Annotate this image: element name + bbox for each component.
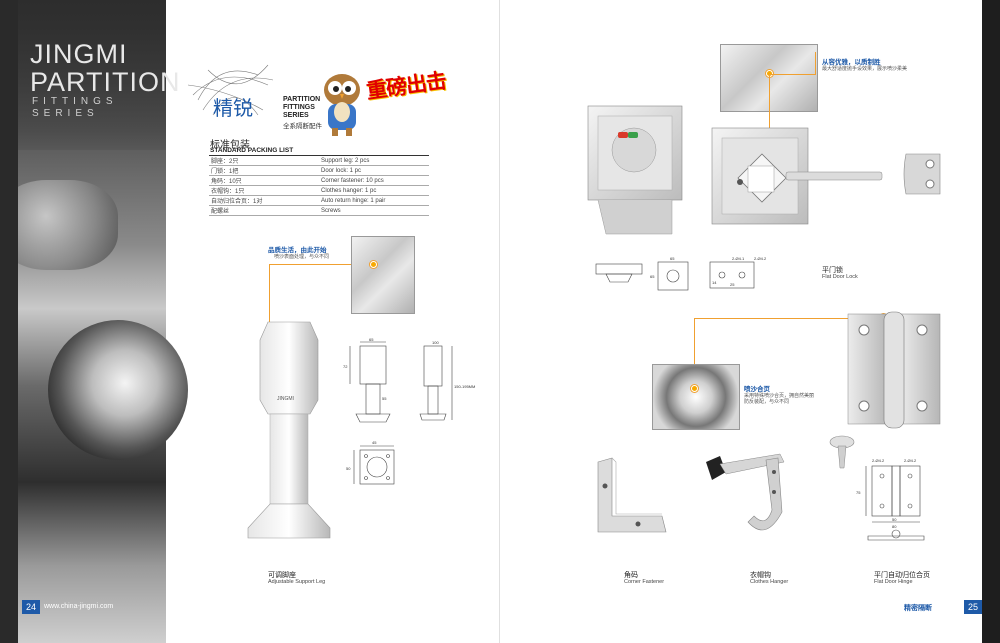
right-page: 从容优雅，以质制胜 最大舒适度抛手设效果，展示喷沙柔美	[500, 0, 982, 643]
door-lock-drawings: 65 65 2-Ø4.1 2-Ø4.2 25 14	[595, 256, 767, 291]
caption-en: Adjustable Support Leg	[268, 579, 326, 585]
callout-line	[269, 264, 373, 265]
door-lock-indicator-image	[587, 105, 683, 235]
svg-text:25: 25	[730, 282, 735, 287]
svg-text:45: 45	[372, 440, 377, 445]
page-edge	[982, 0, 1000, 643]
caption-cn: 可调脚座	[268, 572, 296, 579]
hanger-caption-cn: 衣帽钩	[750, 572, 771, 579]
svg-text:2-Ø4.2: 2-Ø4.2	[754, 256, 767, 261]
callout-line	[769, 74, 770, 174]
svg-text:50: 50	[892, 517, 897, 522]
hinge-image	[847, 311, 941, 429]
callout-title: 品质生活，由此开始	[268, 247, 327, 254]
callout-line	[694, 318, 695, 388]
svg-text:2-Ø4.2: 2-Ø4.2	[872, 458, 885, 463]
callout-line	[694, 318, 884, 319]
website-url: www.china-jingmi.com	[44, 603, 114, 610]
callout-dot	[691, 385, 698, 392]
support-leg-drawings: 65 72 55 100 150-195MM 45 50	[343, 337, 475, 485]
svg-text:100: 100	[432, 340, 439, 345]
lock-callout-desc: 最大舒适度抛手设效果，展示喷沙柔美	[822, 66, 908, 72]
hinge-callout-desc: 采用特殊喷沙合页，拥自然美丽 防反装配，与众不同	[744, 393, 815, 405]
svg-text:14: 14	[712, 280, 717, 285]
corner-fastener-image	[597, 457, 667, 533]
svg-text:65: 65	[369, 337, 374, 342]
brand-subtitle: FITTINGS SERIES	[32, 96, 118, 119]
screw-image	[829, 435, 855, 469]
hinge-detail-inset	[652, 364, 740, 430]
brand-logo: 精密隔断	[904, 605, 932, 612]
svg-text:75: 75	[856, 490, 861, 495]
callout-line	[269, 264, 270, 334]
lock-callout-title: 从容优雅，以质制胜	[822, 59, 881, 66]
svg-text:2-Ø4.2: 2-Ø4.2	[904, 458, 917, 463]
clothes-hanger-image	[706, 453, 785, 531]
svg-text:55: 55	[382, 396, 387, 401]
svg-text:2-Ø4.1: 2-Ø4.1	[732, 256, 745, 261]
hinge-drawings: 2-Ø4.2 2-Ø4.2 75 50 80	[856, 458, 925, 541]
callout-description: 喷沙表面处理，与众不同	[274, 254, 330, 260]
logo-text: 精锐	[213, 96, 253, 120]
callout-line	[769, 74, 815, 75]
callout-dot	[370, 261, 377, 268]
hero-photo	[18, 0, 188, 643]
left-page: JINGMI PARTITION FITTINGS SERIES 24 www.…	[18, 0, 500, 643]
page-number: 24	[22, 600, 41, 614]
engraving-text: JINGMI	[277, 396, 294, 402]
detail-inset	[351, 236, 415, 314]
logo-swirl-icon	[187, 64, 274, 116]
svg-text:72: 72	[343, 364, 348, 369]
corner-caption-en: Corner Fastener	[624, 579, 665, 585]
series-subtitle: 全系隔断配件	[283, 123, 322, 130]
corner-caption-cn: 角码	[624, 572, 638, 579]
hinge-caption-en: Flat Door Hinge	[874, 579, 913, 585]
svg-text:65: 65	[650, 274, 655, 279]
svg-text:80: 80	[892, 524, 897, 529]
support-leg-image: JINGMI	[247, 321, 331, 539]
door-lock-handle-image	[711, 127, 883, 225]
slogan-text: 重磅出击	[364, 69, 448, 104]
strike-plate-image	[903, 153, 941, 195]
svg-text:150-195MM: 150-195MM	[454, 384, 475, 389]
svg-text:50: 50	[346, 466, 351, 471]
series-title: PARTITION FITTINGS SERIES	[283, 96, 321, 119]
door-lock-caption-cn: 平门锁	[822, 267, 843, 274]
svg-text:65: 65	[670, 256, 675, 261]
door-lock-caption-en: Flat Door Lock	[822, 274, 858, 280]
page-number: 25	[964, 600, 982, 614]
brand-title: JINGMI PARTITION	[30, 39, 181, 97]
callout-line	[815, 52, 816, 75]
owl-mascot-icon	[324, 74, 360, 136]
hinge-callout-title: 喷沙合页	[744, 386, 770, 393]
hanger-caption-en: Clothes Hanger	[750, 579, 789, 585]
packing-list-subtitle: STANDARD PACKING LIST	[210, 147, 294, 154]
hinge-caption-cn: 平门自动归位合页	[874, 572, 930, 579]
packing-list-title: 标准包装	[210, 140, 250, 151]
